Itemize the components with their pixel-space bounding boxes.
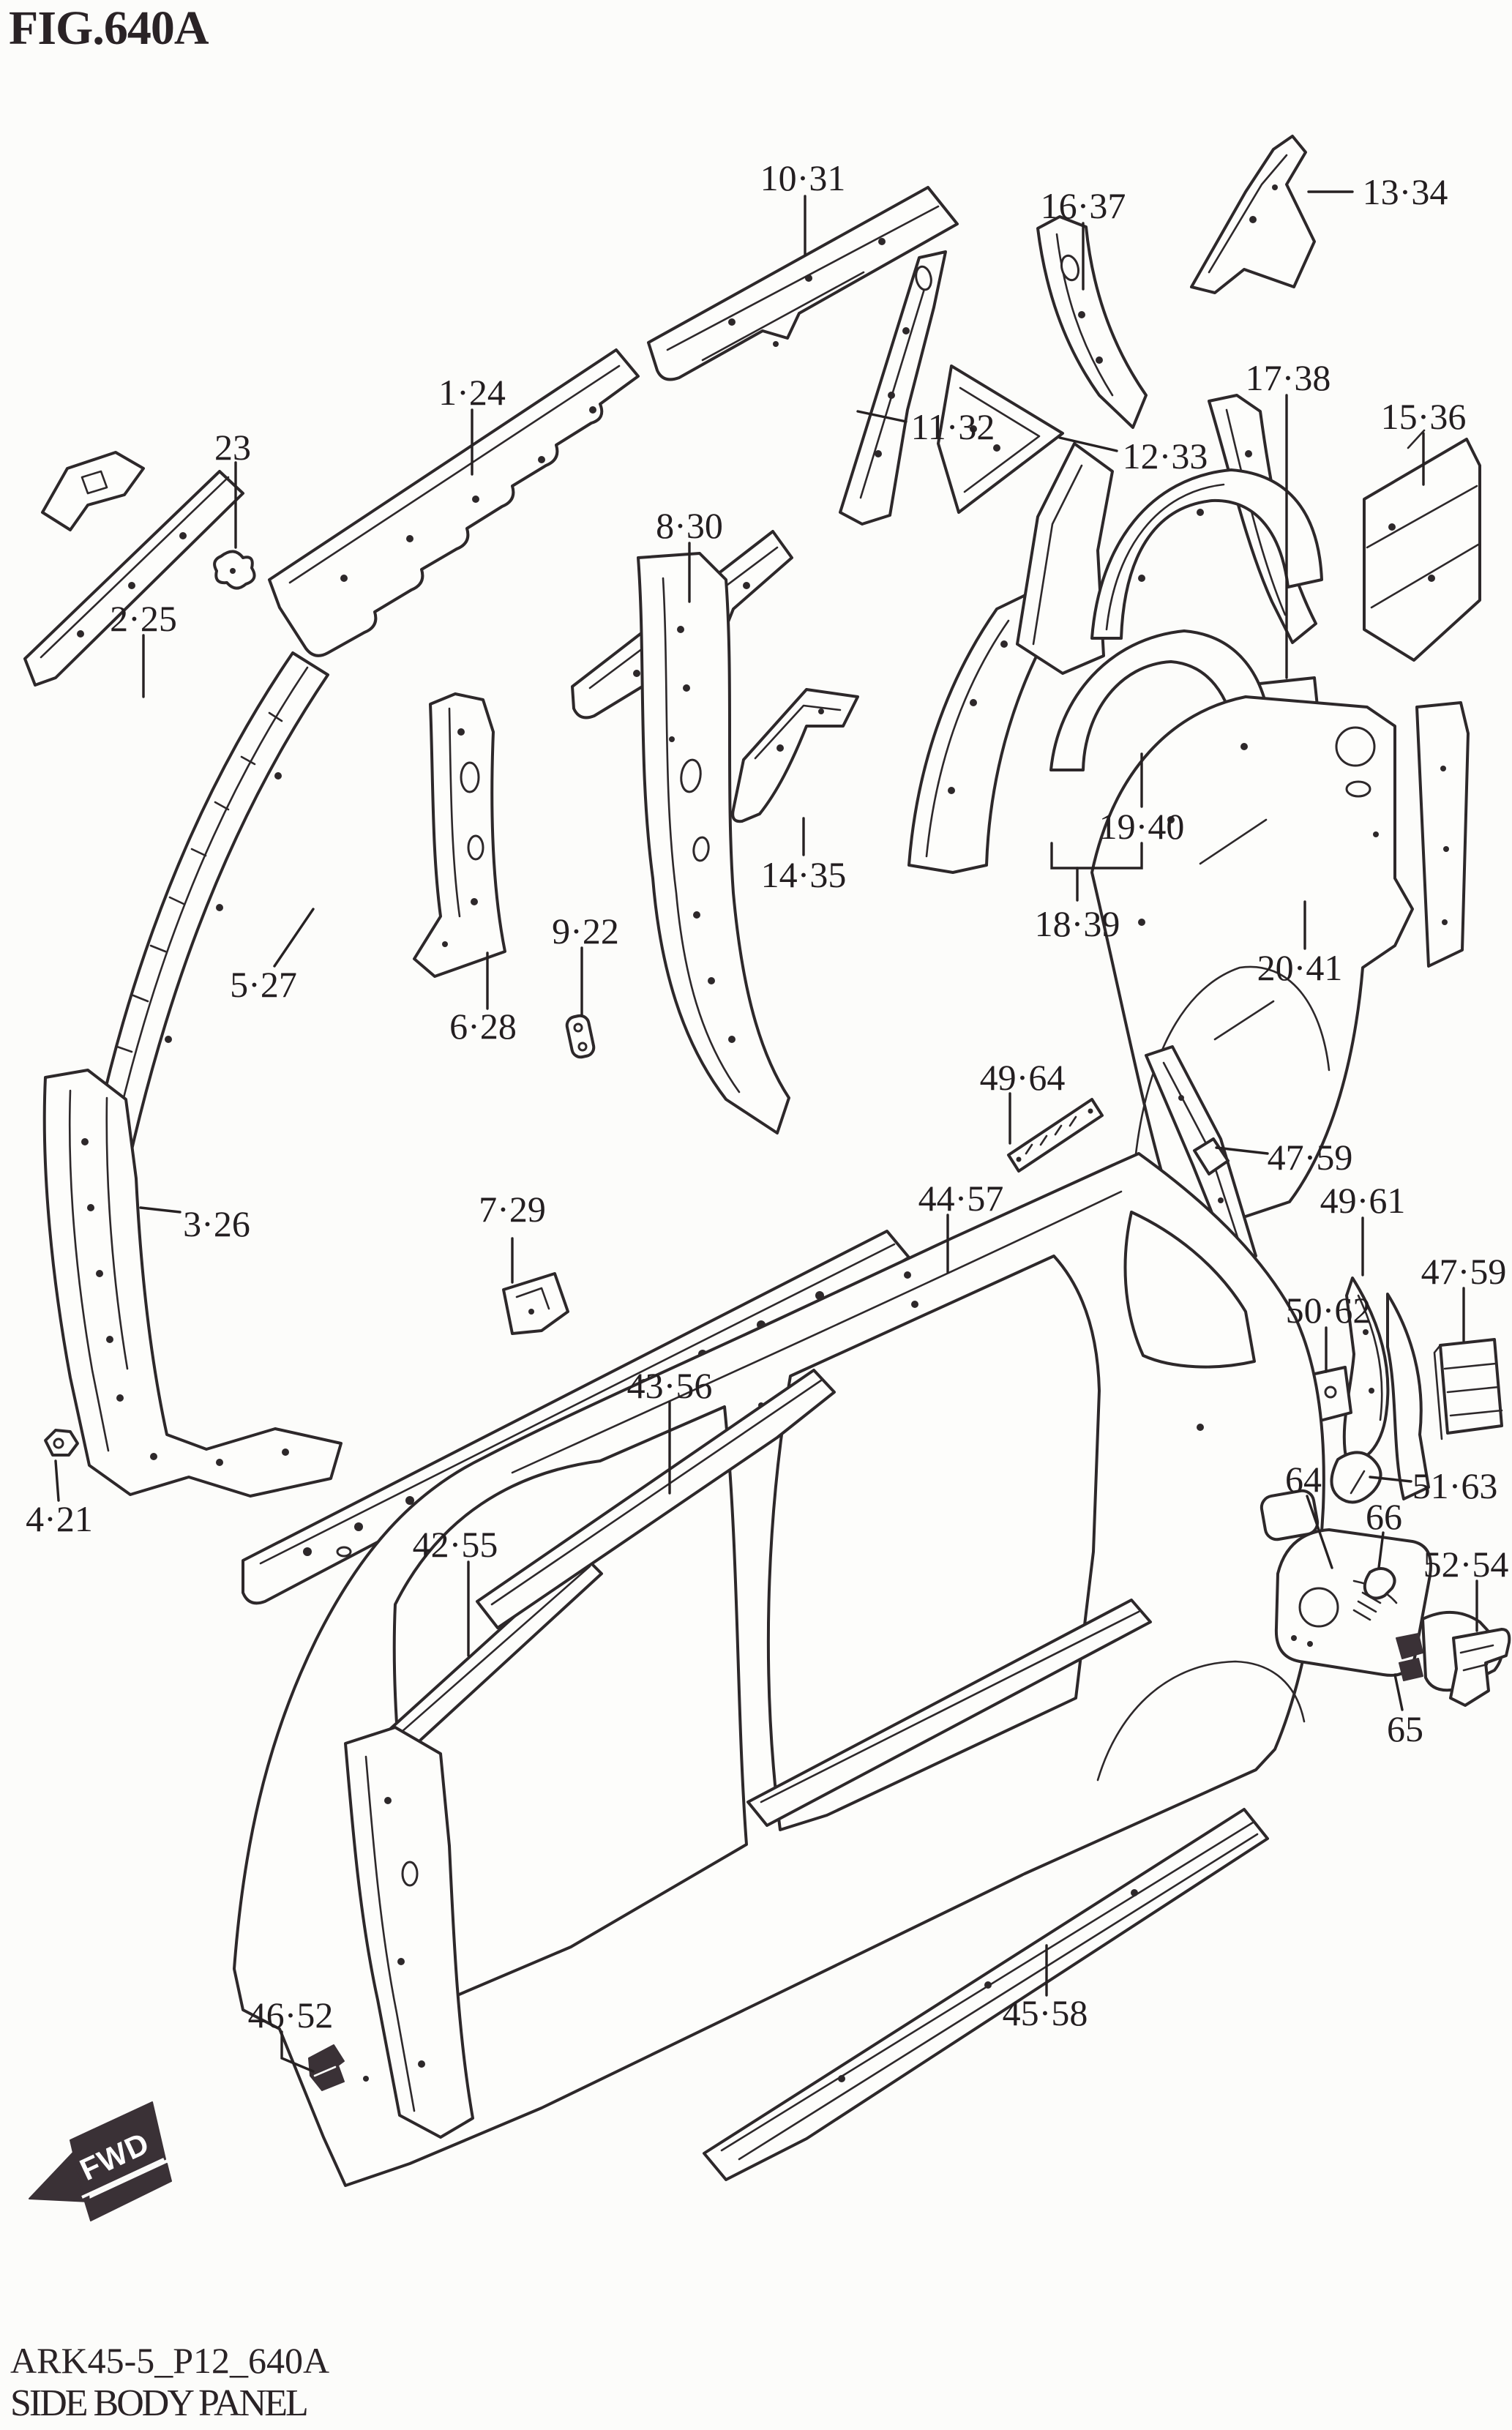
callout-8-30: 8·30 — [656, 505, 723, 546]
leader-lines — [54, 190, 1478, 2073]
callout-47-59: 47·59 — [1268, 1137, 1353, 1178]
part-pillar-49-61 — [1342, 1276, 1430, 1500]
fwd-sign-side — [84, 2163, 172, 2221]
figure-caption: SIDE BODY PANEL — [10, 2382, 307, 2424]
part-plate-9-22 — [565, 1014, 596, 1059]
callout-6-28: 6·28 — [449, 1006, 517, 1047]
callout-2-25: 2·25 — [110, 598, 177, 639]
callout-23: 23 — [214, 427, 251, 468]
part-gusset-12-33 — [937, 364, 1064, 514]
part-bracket-7-29 — [502, 1272, 569, 1335]
callout-50-62: 50·62 — [1286, 1290, 1371, 1331]
part-nut-4-21 — [44, 1429, 79, 1457]
fwd-sign-face — [70, 2101, 166, 2198]
part-pillar-6-28 — [413, 692, 506, 978]
callouts: 10·31 16·37 13·34 1·24 23 11·32 12·33 17… — [26, 157, 1508, 2035]
callout-20-41: 20·41 — [1257, 947, 1343, 988]
callout-11-32: 11·32 — [911, 406, 995, 447]
callout-16-37: 16·37 — [1041, 185, 1126, 226]
callout-15-36: 15·36 — [1381, 396, 1467, 437]
part-panel-15-36 — [1363, 429, 1481, 662]
part-roof-rail-inner-1-24 — [268, 348, 640, 657]
part-pillar-lower-46-52 — [308, 1726, 474, 2139]
part-pillar-11-32 — [839, 250, 947, 526]
part-strip-43-56 — [476, 1369, 836, 1629]
callout-10-31: 10·31 — [760, 157, 846, 198]
part-strip-49-64 — [1007, 1098, 1104, 1173]
callout-9-22: 9·22 — [552, 911, 619, 952]
callout-44-57: 44·57 — [918, 1178, 1004, 1219]
callout-47-59b: 47·59 — [1421, 1251, 1507, 1292]
parts-linework — [23, 135, 1511, 2187]
part-clip-51-63 — [1330, 1451, 1382, 1504]
callout-43-56: 43·56 — [627, 1365, 713, 1406]
callout-7-29: 7·29 — [479, 1189, 546, 1230]
callout-17-38: 17·38 — [1246, 357, 1331, 398]
fwd-indicator: FWD — [29, 2101, 172, 2221]
part-bracket-47-59b — [1433, 1338, 1503, 1440]
callout-1-24: 1·24 — [438, 372, 506, 413]
callout-18-39: 18·39 — [1035, 903, 1120, 944]
part-roof-side-rail-upper — [647, 186, 959, 381]
part-slat-47-59 — [1145, 1045, 1257, 1269]
callout-52-54: 52·54 — [1423, 1544, 1509, 1585]
part-sill-45-58 — [703, 1599, 1269, 2181]
callout-19-40: 19·40 — [1099, 806, 1185, 847]
callout-46-52: 46·52 — [248, 1995, 334, 2035]
callout-66: 66 — [1366, 1496, 1402, 1537]
part-pillar-16-37 — [1036, 215, 1148, 429]
part-bracket-52-54 — [1449, 1628, 1511, 1707]
part-quarter-inner-18-39 — [907, 442, 1114, 874]
callout-65: 65 — [1387, 1708, 1423, 1749]
callout-13-34: 13·34 — [1363, 171, 1448, 212]
part-pillar-3-26 — [42, 1069, 343, 1498]
part-clip-23 — [213, 550, 256, 590]
figure-title: FIG.640A — [9, 1, 209, 55]
callout-64: 64 — [1285, 1459, 1322, 1500]
part-bracket-14-35 — [731, 688, 859, 823]
part-header-rail-2-25 — [23, 451, 244, 687]
callout-49-64: 49·64 — [980, 1057, 1066, 1098]
callout-49-61: 49·61 — [1320, 1180, 1406, 1221]
callout-42-55: 42·55 — [413, 1524, 498, 1565]
callout-5-27: 5·27 — [230, 964, 297, 1005]
part-bolt-66 — [1352, 1567, 1396, 1621]
callout-3-26: 3·26 — [183, 1203, 250, 1244]
part-bracket-13-34 — [1190, 135, 1316, 294]
part-center-pillar — [637, 552, 790, 1134]
callout-4-21: 4·21 — [26, 1498, 93, 1539]
callout-12-33: 12·33 — [1123, 435, 1208, 476]
drawing-code: ARK45-5_P12_640A — [10, 2340, 329, 2381]
callout-45-58: 45·58 — [1003, 1992, 1088, 2033]
callout-51-63: 51·63 — [1412, 1465, 1498, 1506]
callout-14-35: 14·35 — [761, 854, 847, 895]
